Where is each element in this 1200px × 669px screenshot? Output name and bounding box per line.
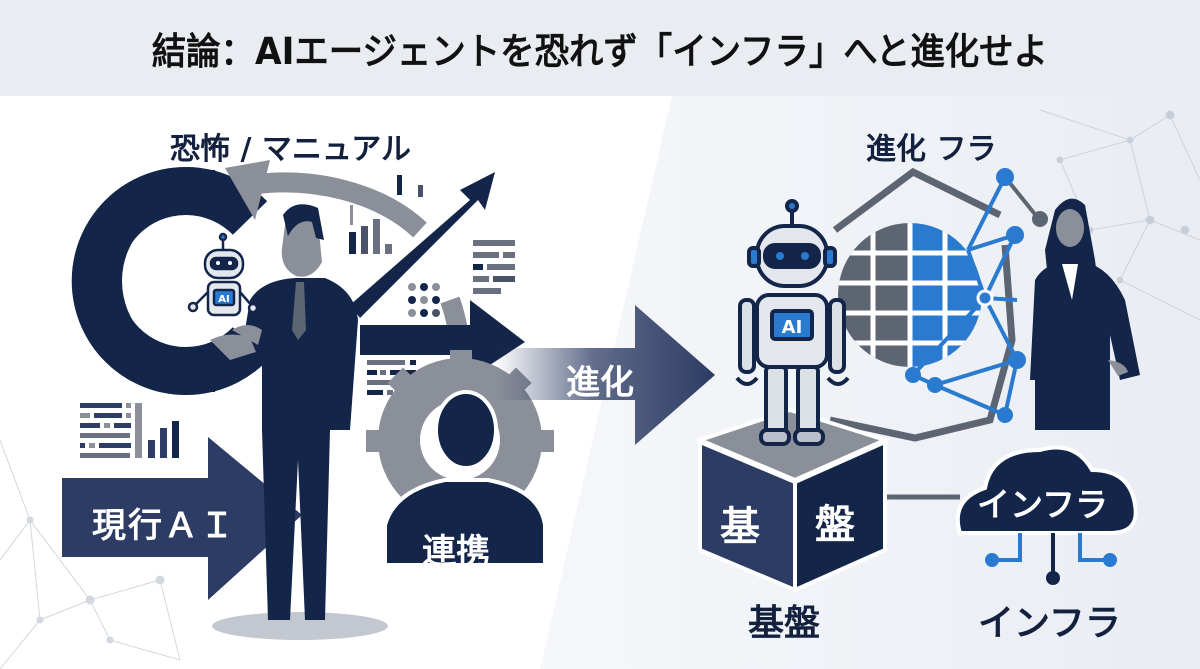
document-lines-icon-right xyxy=(473,240,515,294)
robot-badge-small: AI xyxy=(218,294,229,305)
businesswoman-silhouette xyxy=(1030,198,1140,430)
bar-chart-icon-left xyxy=(80,403,179,458)
robot-badge-large: AI xyxy=(782,317,803,338)
page-title: 結論：AIエージェントを恐れず「インフラ」へと進化せよ xyxy=(151,30,1049,73)
gear-ring xyxy=(71,167,268,395)
infrastructure-caption: インフラ xyxy=(978,603,1121,644)
hexagon-frame-icon xyxy=(829,167,1016,442)
bar-chart-icon-top xyxy=(349,175,423,254)
cloud-label: インフラ xyxy=(977,485,1109,524)
evolution-label: 進化 xyxy=(566,363,634,403)
current-ai-arrow xyxy=(62,437,302,600)
cycle-arrowhead-icon xyxy=(225,160,270,220)
growth-arrow-icon xyxy=(350,172,495,318)
cloud-icon xyxy=(955,445,1138,585)
forward-arrow-icon xyxy=(360,300,525,378)
current-ai-label: 現行ＡＩ xyxy=(92,506,236,546)
foundation-cube-icon xyxy=(694,407,891,594)
cube-left-label: 基 xyxy=(720,504,760,550)
network-nodes-icon xyxy=(905,168,1048,423)
dots-grid-icon xyxy=(408,283,440,317)
businessman-silhouette xyxy=(210,204,388,640)
collaboration-label: 連携 xyxy=(422,532,490,572)
robot-icon-large xyxy=(735,199,850,446)
robot-icon-small xyxy=(187,232,259,317)
network-pattern-left xyxy=(0,439,181,669)
evolution-arrow xyxy=(495,305,715,445)
globe-grid-icon xyxy=(838,223,982,367)
foundation-caption: 基盤 xyxy=(748,603,821,644)
cube-right-label: 盤 xyxy=(815,502,855,548)
colleague-silhouette xyxy=(383,390,547,567)
title-banner: 結論：AIエージェントを恐れず「インフラ」へと進化せよ xyxy=(0,0,1200,96)
right-heading: 進化 フラ xyxy=(866,132,997,167)
left-heading: 恐怖 / マニュアル xyxy=(170,132,411,167)
